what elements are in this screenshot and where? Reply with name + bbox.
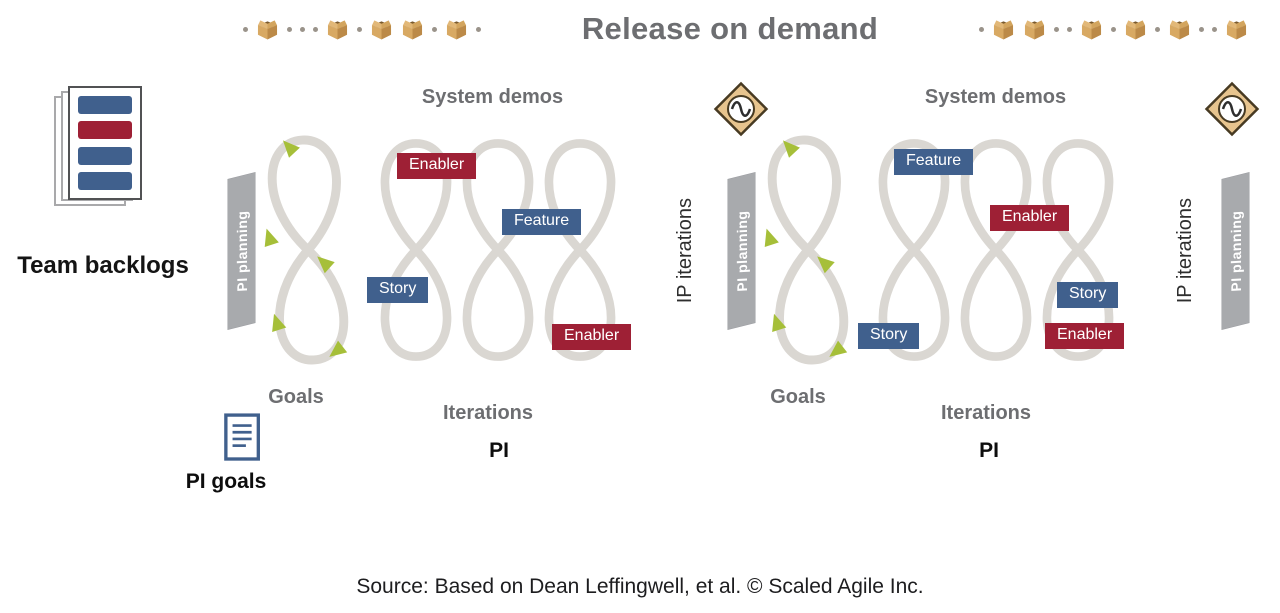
system-demos-label: System demos (924, 86, 1067, 108)
backlog-item-bar (78, 171, 132, 190)
package-icon (445, 19, 468, 40)
dot-icon (476, 26, 481, 32)
dot-icon (243, 26, 248, 32)
backlog-item-bar (78, 121, 132, 140)
dot-icon (432, 26, 437, 32)
ip-iterations-text: IP iterations (1173, 198, 1196, 304)
iterations-label: Iterations (442, 402, 534, 424)
pi-planning-banner: PI planning (1222, 172, 1249, 330)
pi-planning-banner: PI planning (228, 172, 255, 330)
pi-planning-label: PI planning (233, 208, 250, 294)
package-icon (401, 19, 424, 40)
ip-iterations-label: IP iterations (1170, 172, 1200, 330)
package-icon (1168, 19, 1191, 40)
backlog-tag-feature: Feature (894, 149, 974, 175)
ip-iterations-label: IP iterations (670, 172, 700, 330)
package-icon (370, 19, 393, 40)
dot-icon (1053, 26, 1059, 32)
backlog-tag-story: Story (858, 323, 920, 349)
package-icon (1124, 19, 1147, 40)
package-icon (992, 19, 1015, 40)
dot-icon (313, 26, 318, 32)
backlog-tag-enabler: Enabler (552, 324, 632, 350)
package-row-right (978, 19, 1248, 40)
package-icon (326, 19, 349, 40)
ip-iterations-text: IP iterations (673, 198, 696, 304)
team-backlogs-icon (54, 86, 146, 206)
pi-planning-banner: PI planning (728, 172, 755, 330)
pi-goals-icon (223, 412, 265, 469)
goals-loop (254, 132, 367, 367)
pi-label: PI (979, 439, 999, 462)
goals-loop (754, 132, 867, 367)
backlog-item-bar (78, 146, 132, 165)
goals-label: Goals (770, 386, 826, 408)
package-icon (1023, 19, 1046, 40)
dot-icon (287, 26, 292, 32)
pi-planning-label: PI planning (1227, 208, 1244, 294)
backlog-card (68, 86, 142, 200)
iterations-label: Iterations (940, 402, 1032, 424)
dot-icon (1198, 26, 1204, 32)
ip-iteration-icon (711, 79, 771, 139)
backlog-item-bar (78, 96, 132, 114)
backlog-tag-enabler: Enabler (990, 205, 1070, 231)
goals-label: Goals (268, 386, 324, 408)
dot-icon (357, 26, 362, 32)
system-demos-label: System demos (421, 86, 564, 108)
backlog-tag-story: Story (1057, 282, 1119, 308)
backlog-tag-feature: Feature (502, 209, 582, 235)
pi-goals-label: PI goals (185, 470, 267, 493)
source-attribution: Source: Based on Dean Leffingwell, et al… (356, 575, 924, 598)
package-icon (1080, 19, 1103, 40)
dot-icon (300, 26, 305, 32)
dot-icon (1066, 26, 1072, 32)
dot-icon (1154, 26, 1160, 32)
release-banner: Release on demand (243, 6, 1248, 52)
pi-planning-label: PI planning (733, 208, 750, 294)
backlog-tag-story: Story (367, 277, 429, 303)
package-icon (1225, 19, 1248, 40)
backlog-tag-enabler: Enabler (1045, 323, 1125, 349)
page-title: Release on demand (581, 11, 879, 46)
dot-icon (978, 26, 984, 32)
dot-icon (1110, 26, 1116, 32)
ip-iteration-icon (1202, 79, 1262, 139)
dot-icon (1211, 26, 1217, 32)
package-row-left (243, 19, 481, 40)
team-backlogs-label: Team backlogs (17, 252, 189, 279)
backlog-tag-enabler: Enabler (397, 153, 477, 179)
pi-label: PI (489, 439, 509, 462)
package-icon (256, 19, 279, 40)
